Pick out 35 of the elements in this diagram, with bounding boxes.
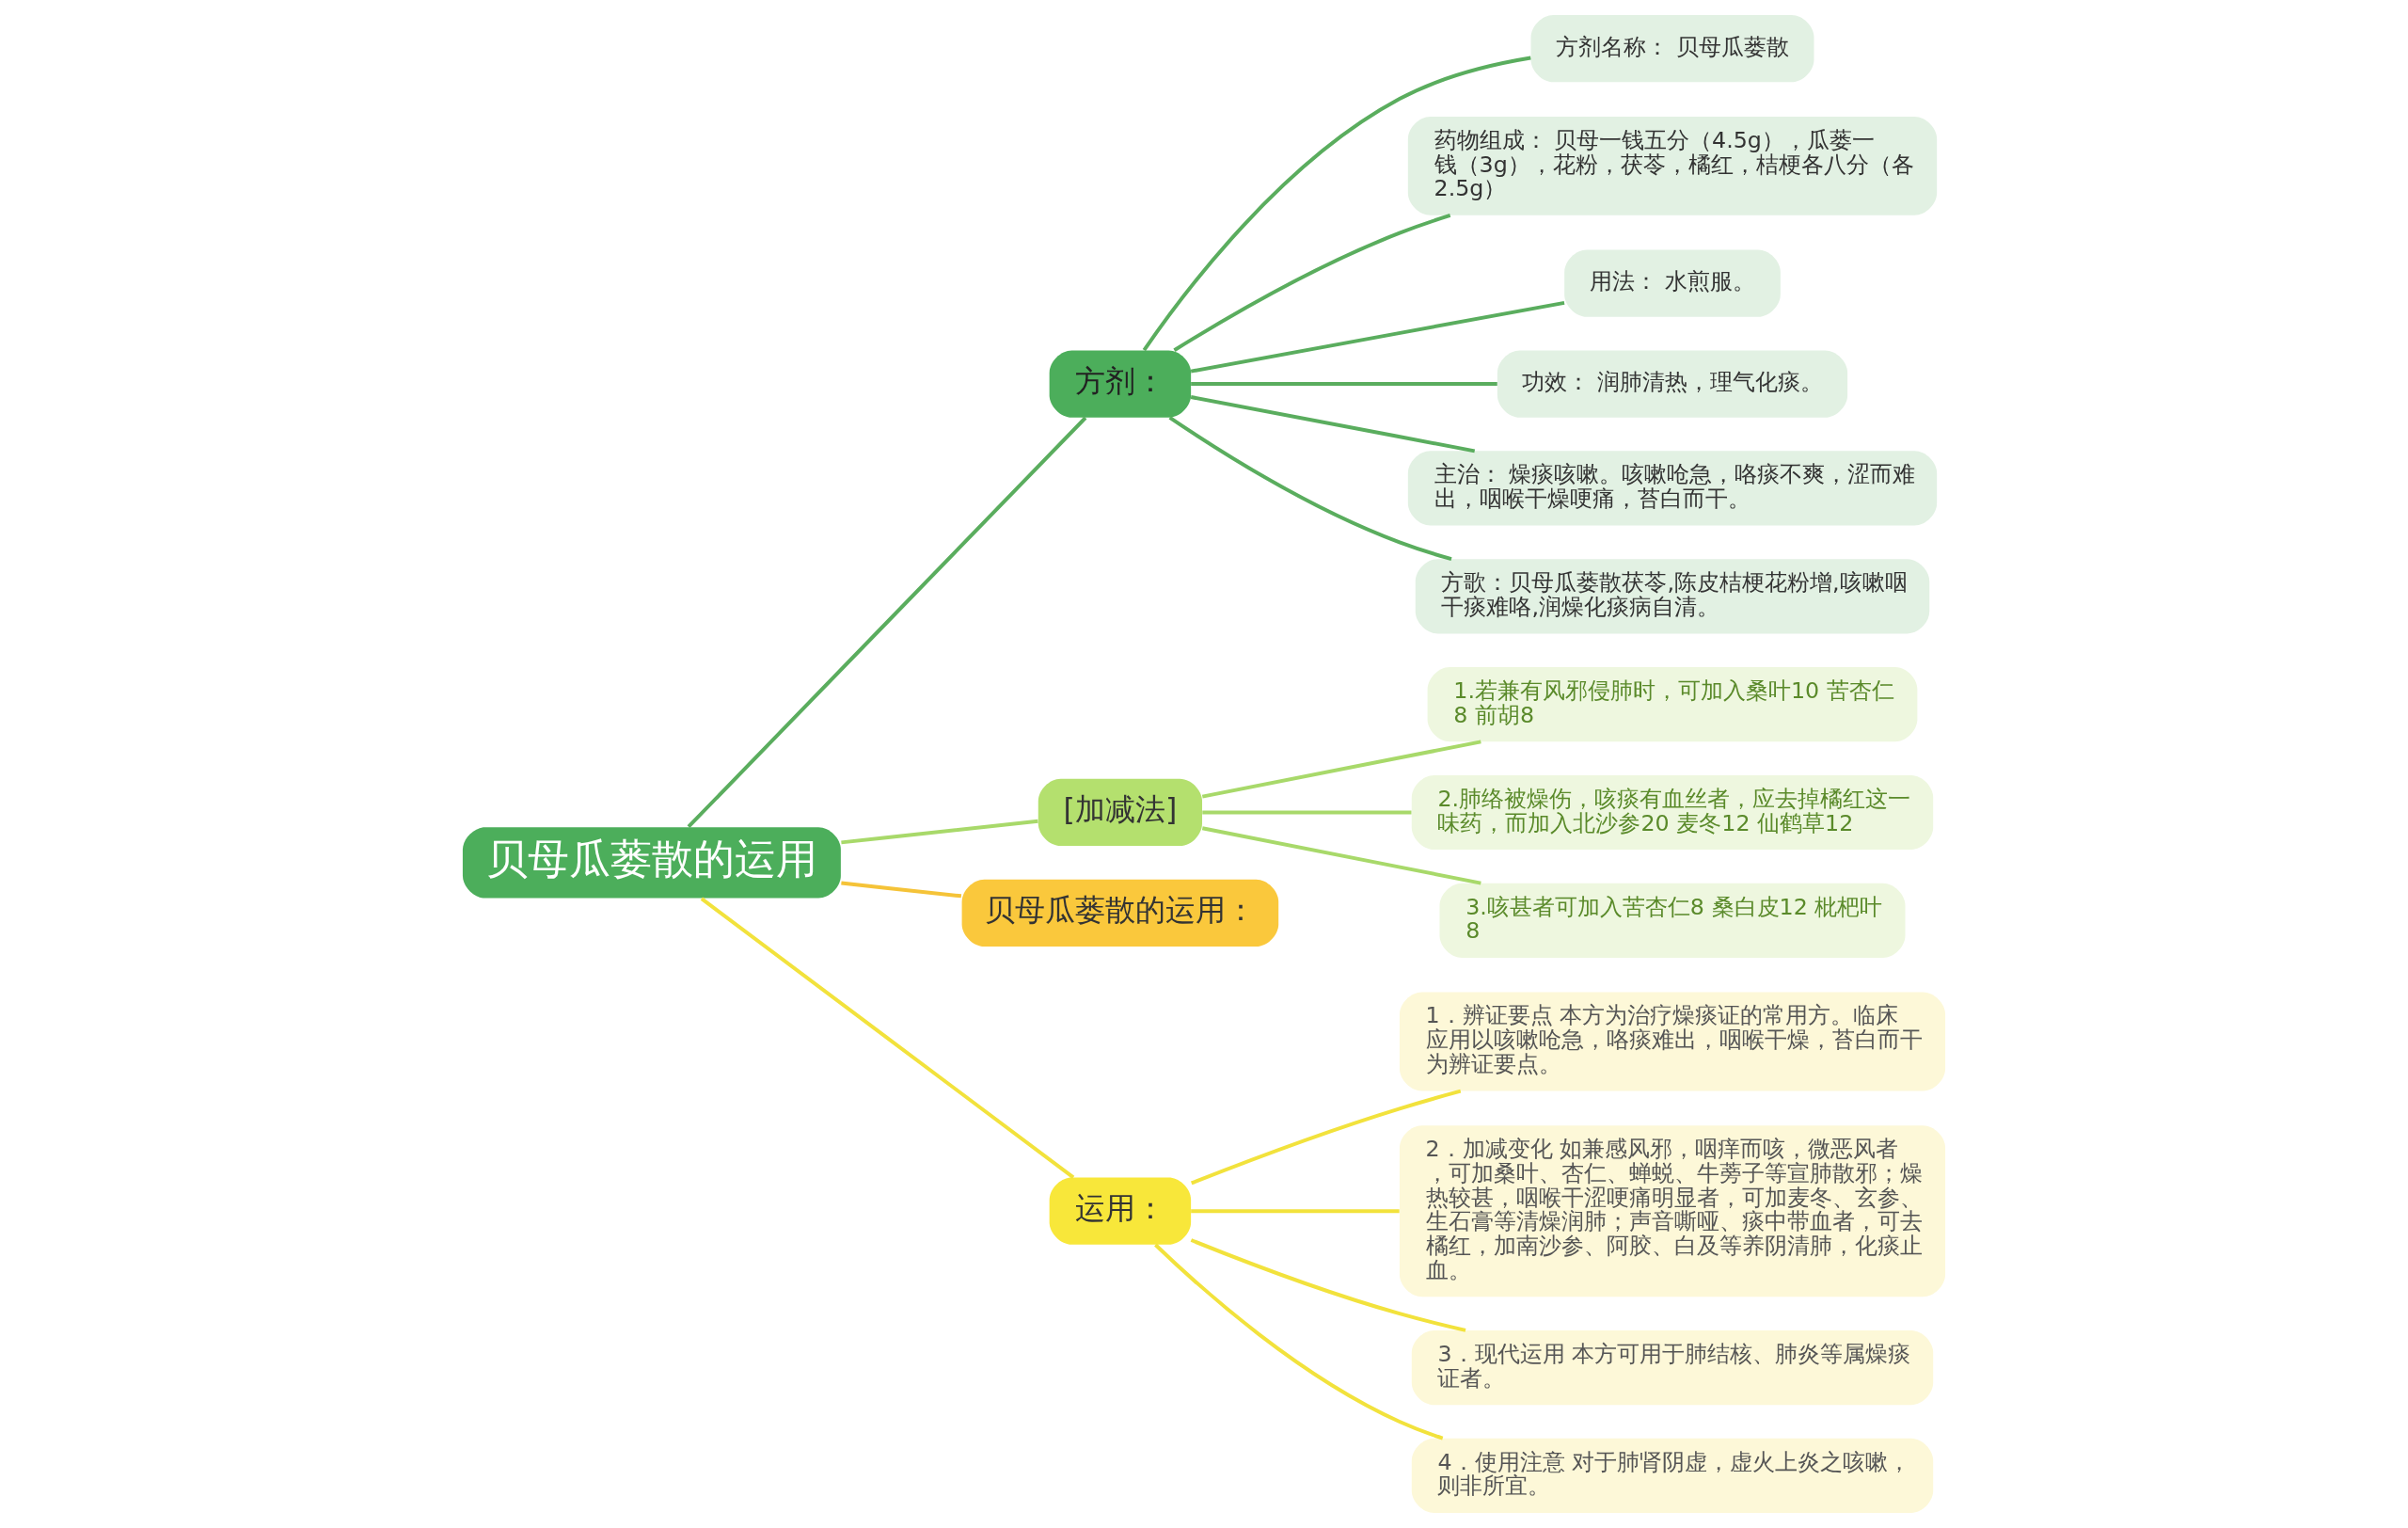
node-box: 3.咳甚者可加入苦杏仁8 桑白皮12 枇杷叶8 — [1439, 883, 1906, 958]
node-box: 4．使用注意 对于肺肾阴虚，虚火上炎之咳嗽，则非所宜。 — [1411, 1438, 1934, 1513]
connector — [1202, 810, 1412, 815]
connector — [1190, 1089, 1462, 1186]
node-box: 方剂： — [1049, 350, 1192, 418]
connector — [1191, 1209, 1400, 1214]
node-box: 方歌：贝母瓜蒌散茯苓,陈皮桔梗花粉增,咳嗽咽干痰难咯,润燥化痰病自清。 — [1415, 559, 1930, 634]
connector — [1173, 214, 1451, 352]
node-box: [加减法] — [1038, 778, 1202, 847]
connector — [1154, 1243, 1444, 1440]
node-box: 用法： 水煎服。 — [1564, 249, 1781, 317]
connector — [841, 819, 1038, 845]
node-box: 2．加减变化 如兼感风邪，咽痒而咳，微恶风者，可加桑叶、杏仁、蝉蜕、牛蒡子等宣肺散邪；燥热较甚，咽喉干涩哽痛明显者，可加麦冬、玄参、生石膏等清燥润肺；声音嘶哑、痰中带血者，可去橘红，加南沙参、阿胶、白及等养阴清肺，化痰止血。 — [1399, 1125, 1946, 1297]
connector — [841, 881, 962, 899]
node-box: 2.肺络被燥伤，咳痰有血丝者，应去掉橘红这一味药，而加入北沙参20 麦冬12 仙鹤草12 — [1411, 774, 1934, 851]
node-box: 1.若兼有风邪侵肺时，可加入桑叶10 苦杏仁8 前胡8 — [1427, 667, 1918, 742]
node-box: 主治： 燥痰咳嗽。咳嗽呛急，咯痰不爽，涩而难出，咽喉干燥哽痛，苔白而干。 — [1407, 451, 1938, 526]
node-box: 贝母瓜蒌散的运用 — [462, 827, 841, 899]
connector — [1201, 740, 1481, 799]
connector — [1190, 1238, 1466, 1332]
connector — [700, 897, 1075, 1179]
node-box: 3．现代运用 本方可用于肺结核、肺炎等属燥痰证者。 — [1411, 1329, 1934, 1406]
connector — [687, 416, 1087, 829]
node-box: 功效： 润肺清热，理气化痰。 — [1497, 350, 1848, 418]
connector — [1190, 300, 1565, 374]
node-box: 方剂名称： 贝母瓜蒌散 — [1530, 15, 1814, 83]
node-box: 运用： — [1049, 1177, 1192, 1245]
connector — [1168, 416, 1452, 562]
connector — [1190, 395, 1476, 454]
connector — [1142, 56, 1531, 352]
node-box: 1．辨证要点 本方为治疗燥痰证的常用方。临床应用以咳嗽呛急，咯痰难出，咽喉干燥，苔白而干为辨证要点。 — [1399, 992, 1946, 1091]
node-box: 贝母瓜蒌散的运用： — [961, 879, 1279, 947]
node-box: 药物组成： 贝母一钱五分（4.5g），瓜蒌一钱（3g），花粉，茯苓，橘红，桔梗各八分（各2.5g） — [1407, 116, 1938, 215]
connector — [1191, 382, 1497, 387]
connector — [1201, 826, 1481, 885]
